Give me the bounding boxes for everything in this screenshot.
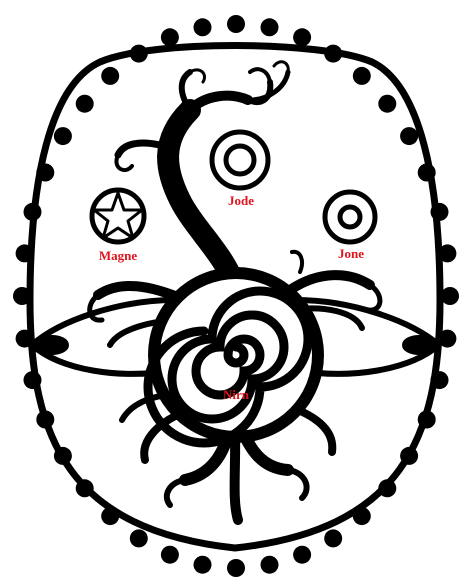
ring-dot [261,18,279,36]
ring-dot [54,127,72,145]
ring-dot [227,559,245,577]
jone-rings-icon [325,192,375,242]
ring-dot [194,556,212,574]
jode-label: Jode [228,193,254,208]
magne-label: Magne [99,248,138,263]
ring-dot [400,127,418,145]
ring-dot [378,95,396,113]
nirn-label: Nirn [223,387,250,402]
ring-dot [76,95,94,113]
ring-dot [324,529,342,547]
nirn-spiral-icon [148,267,324,443]
magne-star-icon [92,190,144,242]
ring-dot [293,28,311,46]
jone-label: Jone [338,246,364,261]
ring-dot [227,15,245,33]
ring-dot [293,546,311,564]
jode-rings-icon [212,132,268,188]
ring-dot [261,556,279,574]
ring-dot [353,67,371,85]
ring-dot [101,67,119,85]
ring-dot [194,18,212,36]
ring-dot [441,287,459,305]
ring-dot [161,546,179,564]
ring-dot [130,529,148,547]
ring-dot [161,28,179,46]
